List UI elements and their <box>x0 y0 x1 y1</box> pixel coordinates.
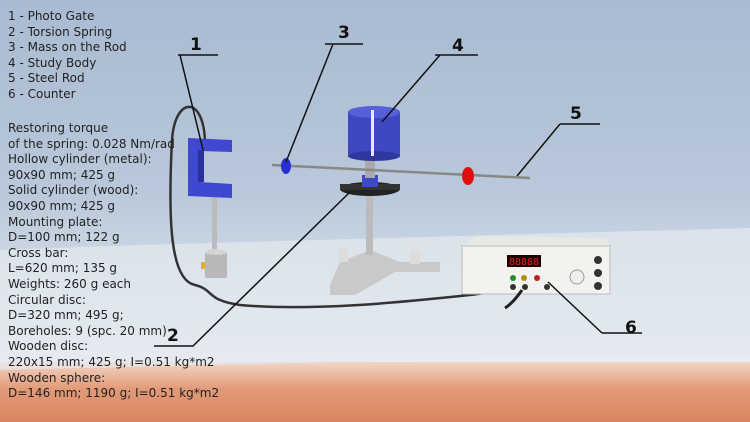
cable <box>169 105 522 309</box>
legend-item: 2 - Torsion Spring <box>8 24 113 39</box>
spec-line: Cross bar: <box>8 245 69 260</box>
spec-line: Mounting plate: <box>8 214 103 229</box>
mass-left <box>281 158 291 174</box>
callout-3: 3 <box>338 23 350 43</box>
spec-line: Hollow cylinder (metal): <box>8 152 152 167</box>
spec-line: Wooden disc: <box>8 339 89 354</box>
steel-rod <box>271 163 531 180</box>
callout-lines <box>154 43 642 347</box>
spec-line: of the spring: 0.028 Nm/rad <box>8 136 175 151</box>
legend-item: 1 - Photo Gate <box>8 9 95 23</box>
spec-line: D=320 mm; 495 g; <box>8 308 124 323</box>
spec-line: Weights: 260 g each <box>8 276 132 291</box>
callout-5: 5 <box>570 104 582 124</box>
mass-right <box>462 167 474 185</box>
spec-line: Restoring torque <box>8 121 109 135</box>
counter-display: 88888 <box>509 257 539 268</box>
legend-item: 6 - Counter <box>8 86 76 101</box>
specifications: Restoring torque of the spring: 0.028 Nm… <box>8 121 219 402</box>
spec-line: L=620 mm; 135 g <box>8 261 118 276</box>
spec-line: 90x90 mm; 425 g <box>8 198 116 213</box>
callout-6: 6 <box>625 318 637 338</box>
floor <box>0 362 750 422</box>
torsion-stand <box>330 150 440 295</box>
counter-device: 88888 <box>461 236 611 310</box>
callout-4: 4 <box>452 36 464 56</box>
component-legend: 1 - Photo Gate 2 - Torsion Spring 3 - Ma… <box>8 9 127 103</box>
spec-line: D=100 mm; 122 g <box>8 230 120 245</box>
spec-line: 90x90 mm; 425 g <box>8 167 116 182</box>
legend-item: 5 - Steel Rod <box>8 71 85 86</box>
spec-line: Wooden sphere: <box>8 370 106 385</box>
photo-gate <box>188 138 232 278</box>
spec-line: Circular disc: <box>8 292 86 307</box>
study-body <box>348 106 400 161</box>
callout-2: 2 <box>167 326 179 346</box>
spec-line: Solid cylinder (wood): <box>8 183 139 198</box>
spec-line: D=146 mm; 1190 g; I=0.51 kg*m2 <box>8 386 220 401</box>
legend-item: 4 - Study Body <box>8 55 97 70</box>
legend-item: 3 - Mass on the Rod <box>8 40 127 55</box>
callout-1: 1 <box>190 35 202 55</box>
spec-line: Boreholes: 9 (spc. 20 mm) <box>8 323 167 338</box>
spec-line: 220x15 mm; 425 g; I=0.51 kg*m2 <box>8 354 215 369</box>
